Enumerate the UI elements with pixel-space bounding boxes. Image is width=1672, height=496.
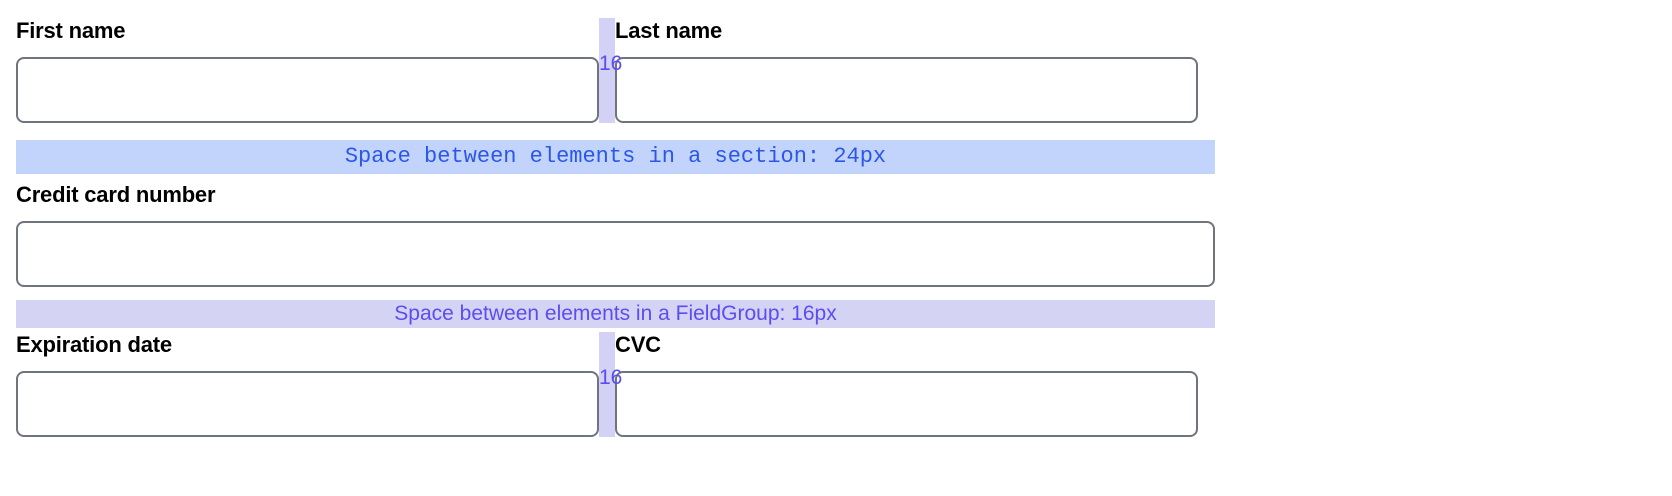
expiration-row: Expiration date 16 CVC <box>16 332 1215 437</box>
column-gap-highlight-expiration-row: 16 <box>599 332 623 437</box>
first-name-input[interactable] <box>16 57 599 123</box>
expiration-date-label: Expiration date <box>16 332 172 357</box>
column-gap-label: 16 <box>599 52 623 75</box>
credit-card-number-input[interactable] <box>16 221 1215 287</box>
cvc-label: CVC <box>615 332 661 357</box>
first-name-field: First name <box>16 18 599 123</box>
credit-card-row: Credit card number <box>16 182 1215 287</box>
credit-card-number-label: Credit card number <box>16 182 216 207</box>
last-name-label: Last name <box>615 18 723 43</box>
name-row: First name 16 Last name <box>16 18 1215 123</box>
fieldgroup-spacing-annotation: Space between elements in a FieldGroup: … <box>16 300 1215 328</box>
column-gap-highlight-name-row: 16 <box>599 18 623 123</box>
expiration-date-field: Expiration date <box>16 332 599 437</box>
first-name-label: First name <box>16 18 126 43</box>
column-gap-label: 16 <box>599 366 623 389</box>
cvc-field: CVC <box>615 332 1198 437</box>
expiration-date-input[interactable] <box>16 371 599 437</box>
last-name-input[interactable] <box>615 57 1198 123</box>
last-name-field: Last name <box>615 18 1198 123</box>
section-spacing-annotation: Space between elements in a section: 24p… <box>16 140 1215 174</box>
cvc-input[interactable] <box>615 371 1198 437</box>
